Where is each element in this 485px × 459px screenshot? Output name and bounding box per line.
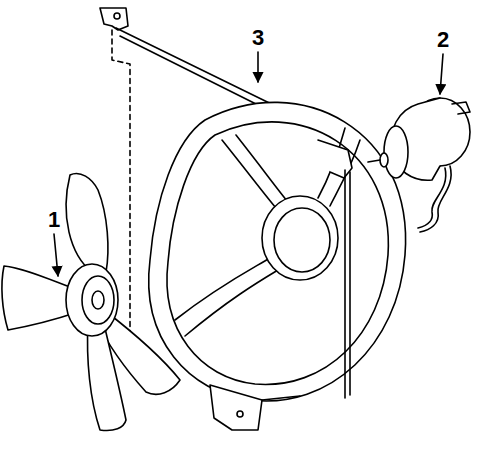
leader-arrows (54, 52, 443, 276)
callout-number: 1 (48, 209, 60, 231)
fan-motor (368, 98, 470, 232)
callout-number: 3 (252, 27, 264, 49)
callout-number: 2 (437, 29, 449, 51)
fan-blade (2, 173, 180, 430)
